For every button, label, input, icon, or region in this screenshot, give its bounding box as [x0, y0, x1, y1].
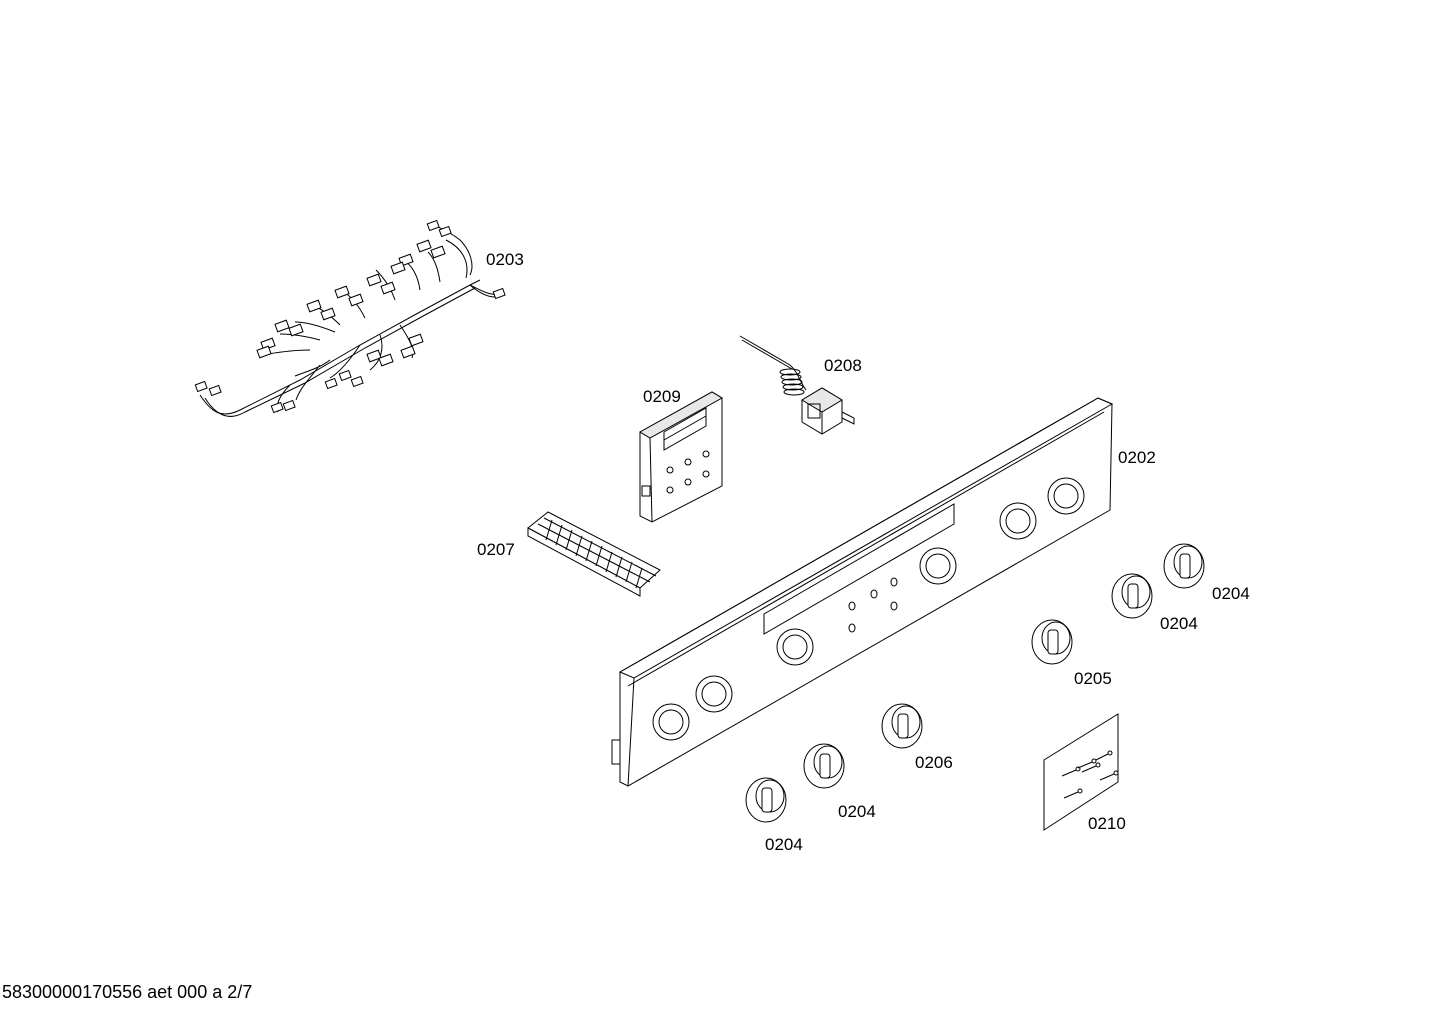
label-0210: 0210 — [1088, 814, 1126, 833]
label-0202: 0202 — [1118, 448, 1156, 467]
screw-set-drawing — [1043, 713, 1119, 831]
control-panel-drawing — [611, 397, 1114, 787]
knob-0204-a — [745, 777, 787, 823]
thermostat-drawing — [739, 335, 855, 435]
label-0204-b: 0204 — [838, 802, 876, 821]
document-code: 58300000170556 aet 000 a 2/7 — [2, 982, 253, 1002]
knob-0204-d — [1163, 543, 1205, 589]
label-0205: 0205 — [1074, 669, 1112, 688]
wiring-harness-drawing — [194, 219, 506, 417]
label-0204-d: 0204 — [1212, 584, 1250, 603]
electronic-module-drawing — [639, 391, 723, 523]
terminal-block-drawing — [527, 511, 661, 597]
knob-0206 — [881, 703, 923, 749]
knob-0204-c — [1111, 573, 1153, 619]
label-0206: 0206 — [915, 753, 953, 772]
panel-dials — [652, 477, 1085, 741]
knob-0204-b — [803, 743, 845, 789]
label-0208: 0208 — [824, 356, 862, 375]
label-0209: 0209 — [643, 387, 681, 406]
label-0204-a: 0204 — [765, 835, 803, 854]
knobs-drawing — [745, 543, 1205, 823]
label-0207: 0207 — [477, 540, 515, 559]
label-0204-c: 0204 — [1160, 614, 1198, 633]
knob-0205 — [1031, 619, 1073, 665]
label-0203: 0203 — [486, 250, 524, 269]
